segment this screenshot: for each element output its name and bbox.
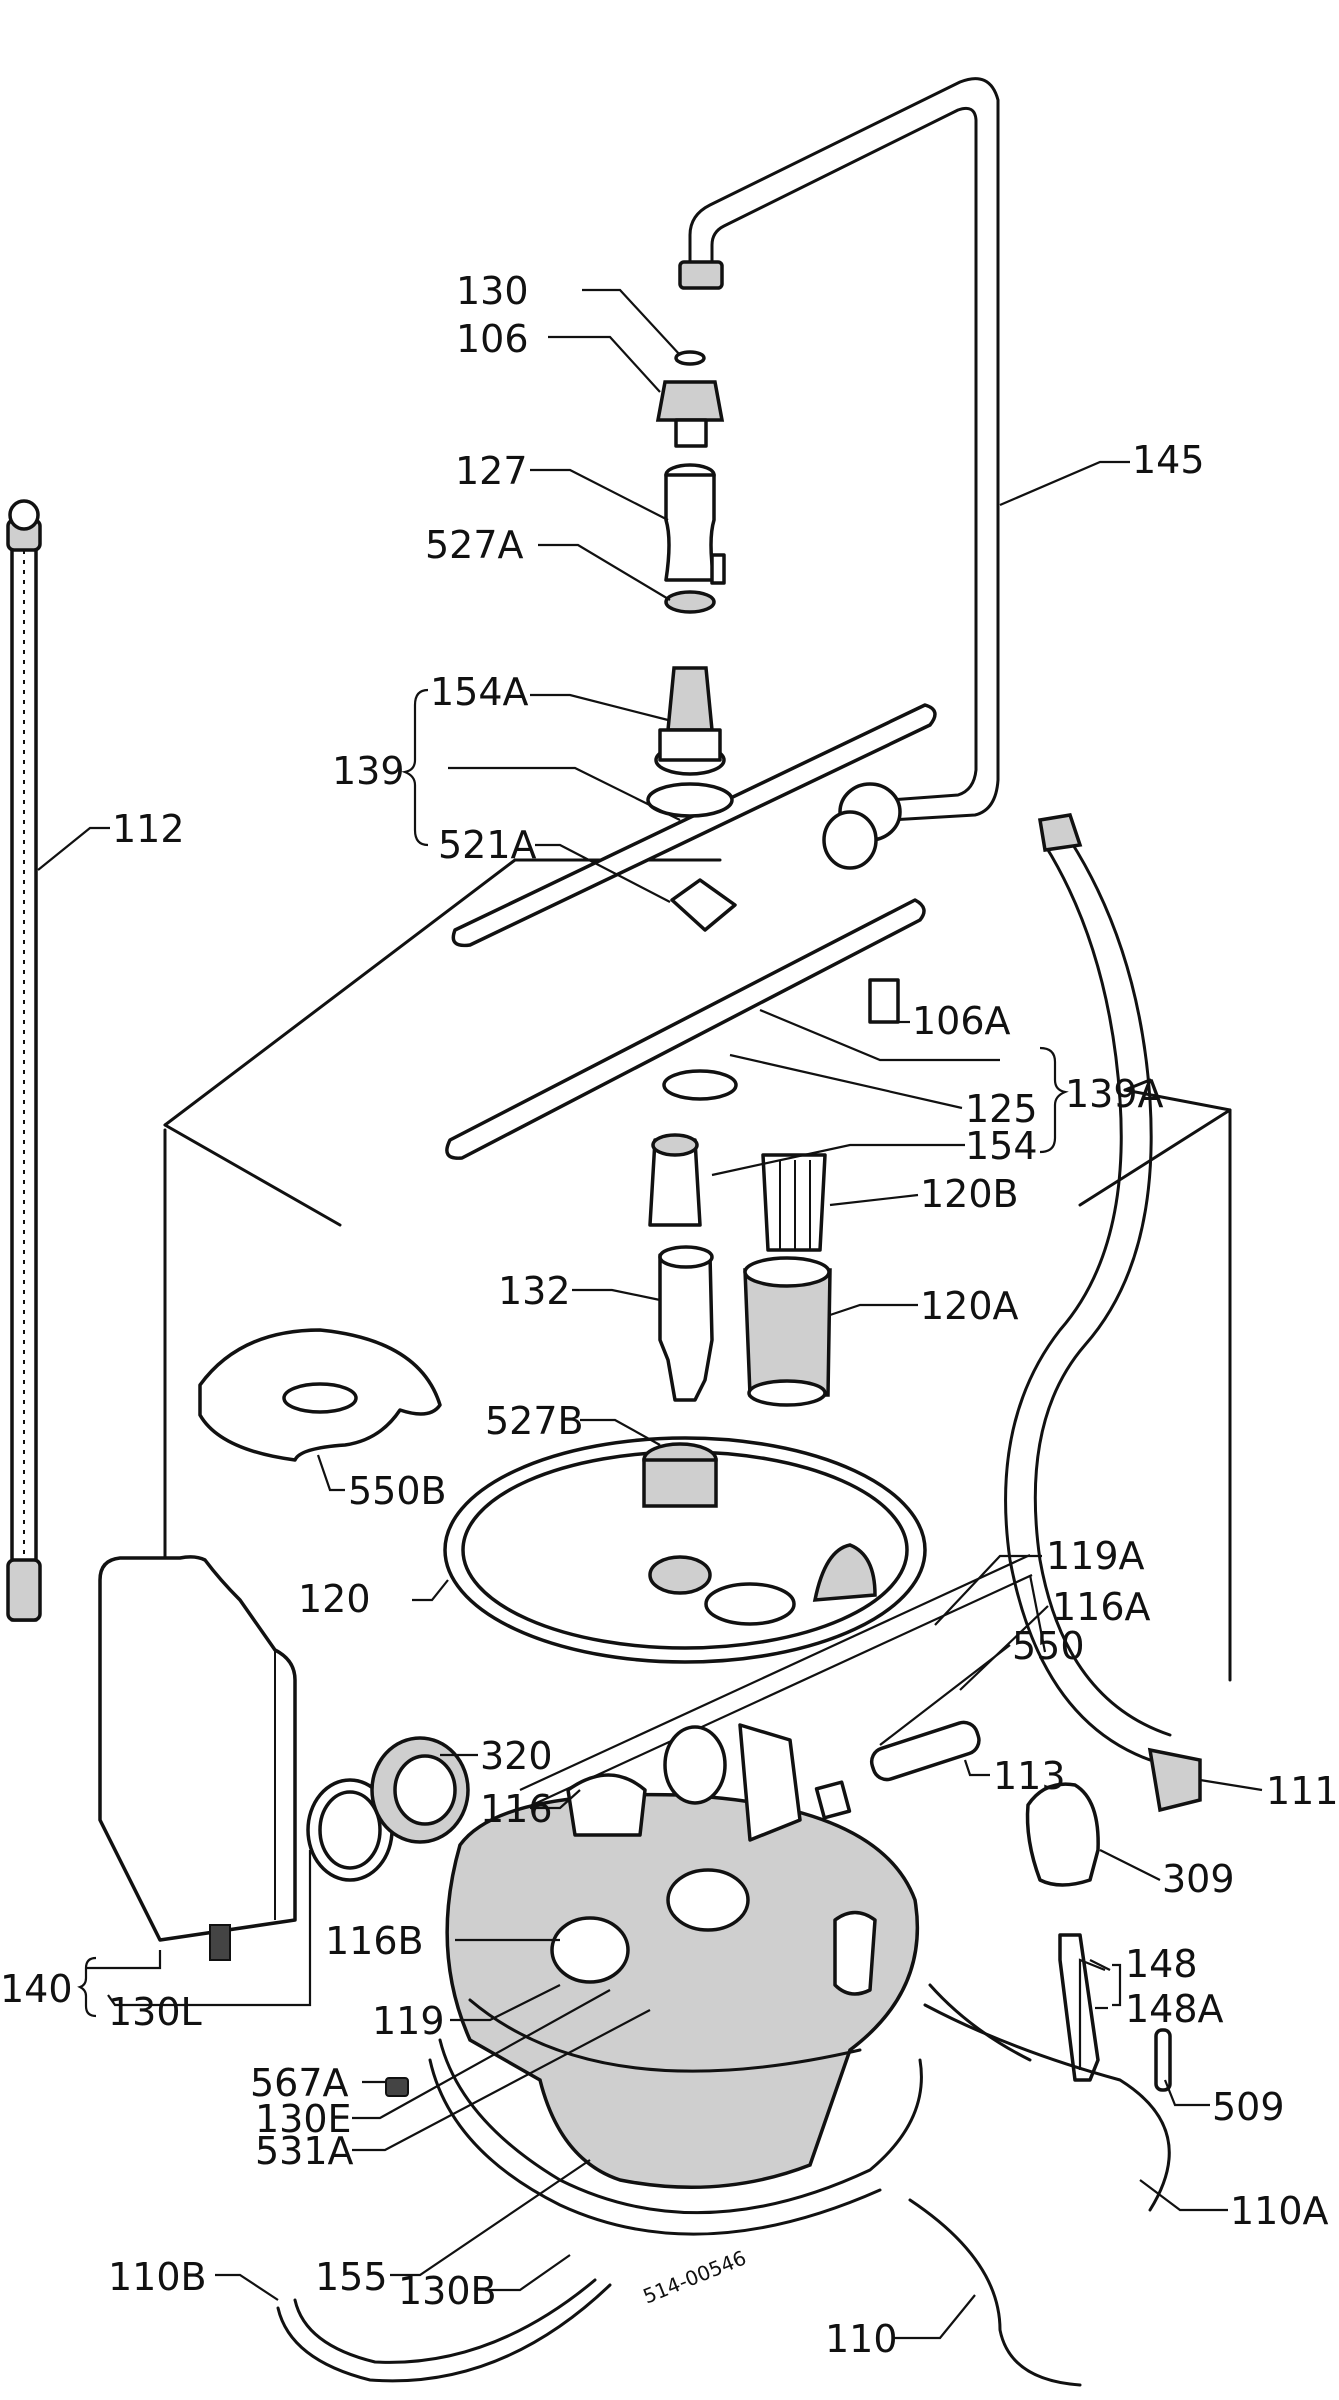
label-145: 145: [1132, 438, 1205, 482]
hose-110b: [276, 2278, 612, 2383]
sump-housing-116: [445, 1723, 920, 2190]
hose-110a: [923, 1983, 1171, 2212]
label-527b: 527B: [485, 1399, 584, 1443]
sump-ring-120: [443, 1436, 927, 1664]
label-309: 309: [1162, 1857, 1235, 1901]
label-550b: 550B: [348, 1469, 447, 1513]
label-120a: 120A: [920, 1284, 1019, 1328]
label-148: 148: [1125, 1942, 1198, 1986]
label-154a: 154A: [430, 670, 529, 714]
bracket-139a: [1039, 1046, 1069, 1154]
label-132: 132: [498, 1269, 571, 1313]
upper-spray-arm: [451, 703, 937, 948]
label-119: 119: [372, 1999, 445, 2043]
part-509: [1154, 2028, 1172, 2092]
part-113: [869, 1720, 981, 1782]
label-125: 125: [965, 1087, 1038, 1131]
label-550: 550: [1012, 1624, 1085, 1668]
drain-hose-111: [1004, 813, 1202, 1813]
seal-ring-130b: [428, 2038, 923, 2236]
label-140: 140: [0, 1967, 73, 2011]
label-531a: 531A: [255, 2129, 354, 2173]
label-521a: 521A: [438, 823, 537, 867]
leader-lines: [37, 288, 1263, 2340]
label-112: 112: [112, 807, 185, 851]
label-130e: 130E: [255, 2097, 352, 2141]
center-column: [648, 1133, 832, 1407]
label-106: 106: [456, 317, 529, 361]
label-509: 509: [1212, 2085, 1285, 2129]
label-148a: 148A: [1125, 1987, 1224, 2031]
label-130: 130: [456, 269, 529, 313]
label-320: 320: [480, 1734, 553, 1778]
bracket-148: [1112, 1963, 1122, 2007]
supply-pipe-145: [678, 77, 1000, 870]
label-113: 113: [993, 1754, 1066, 1798]
label-139: 139: [332, 749, 405, 793]
filter-plate-550b: [198, 1328, 442, 1462]
label-130b: 130B: [398, 2269, 497, 2313]
label-110b: 110B: [108, 2255, 207, 2299]
label-127: 127: [455, 449, 528, 493]
inlet-hose-112: [6, 499, 42, 1622]
label-111: 111: [1266, 1769, 1339, 1813]
part-567a: [385, 2077, 409, 2097]
lower-spray-arm: [445, 898, 926, 1160]
upper-spray-stack: [654, 350, 726, 776]
tank-140: [98, 1555, 297, 1961]
part-309: [1025, 1782, 1100, 1887]
label-120: 120: [298, 1577, 371, 1621]
label-110: 110: [825, 2317, 898, 2361]
label-116: 116: [480, 1787, 553, 1831]
label-120b: 120B: [920, 1172, 1019, 1216]
pipe-diagonal: [519, 1554, 1033, 1807]
hose-110: [908, 2198, 1082, 2387]
bracket-139: [401, 688, 429, 847]
label-130l: 130L: [108, 1990, 202, 2034]
label-527a: 527A: [425, 523, 524, 567]
bracket-140: [77, 1956, 97, 2018]
label-154: 154: [965, 1124, 1038, 1168]
label-116a: 116A: [1052, 1585, 1151, 1629]
label-139a: 139A: [1065, 1072, 1164, 1116]
label-567a: 567A: [250, 2061, 349, 2105]
label-119a: 119A: [1046, 1534, 1145, 1578]
label-116b: 116B: [325, 1919, 424, 1963]
label-106a: 106A: [912, 999, 1011, 1043]
part-320: [306, 1736, 470, 1882]
label-110a: 110A: [1230, 2189, 1329, 2233]
label-155: 155: [315, 2255, 388, 2299]
